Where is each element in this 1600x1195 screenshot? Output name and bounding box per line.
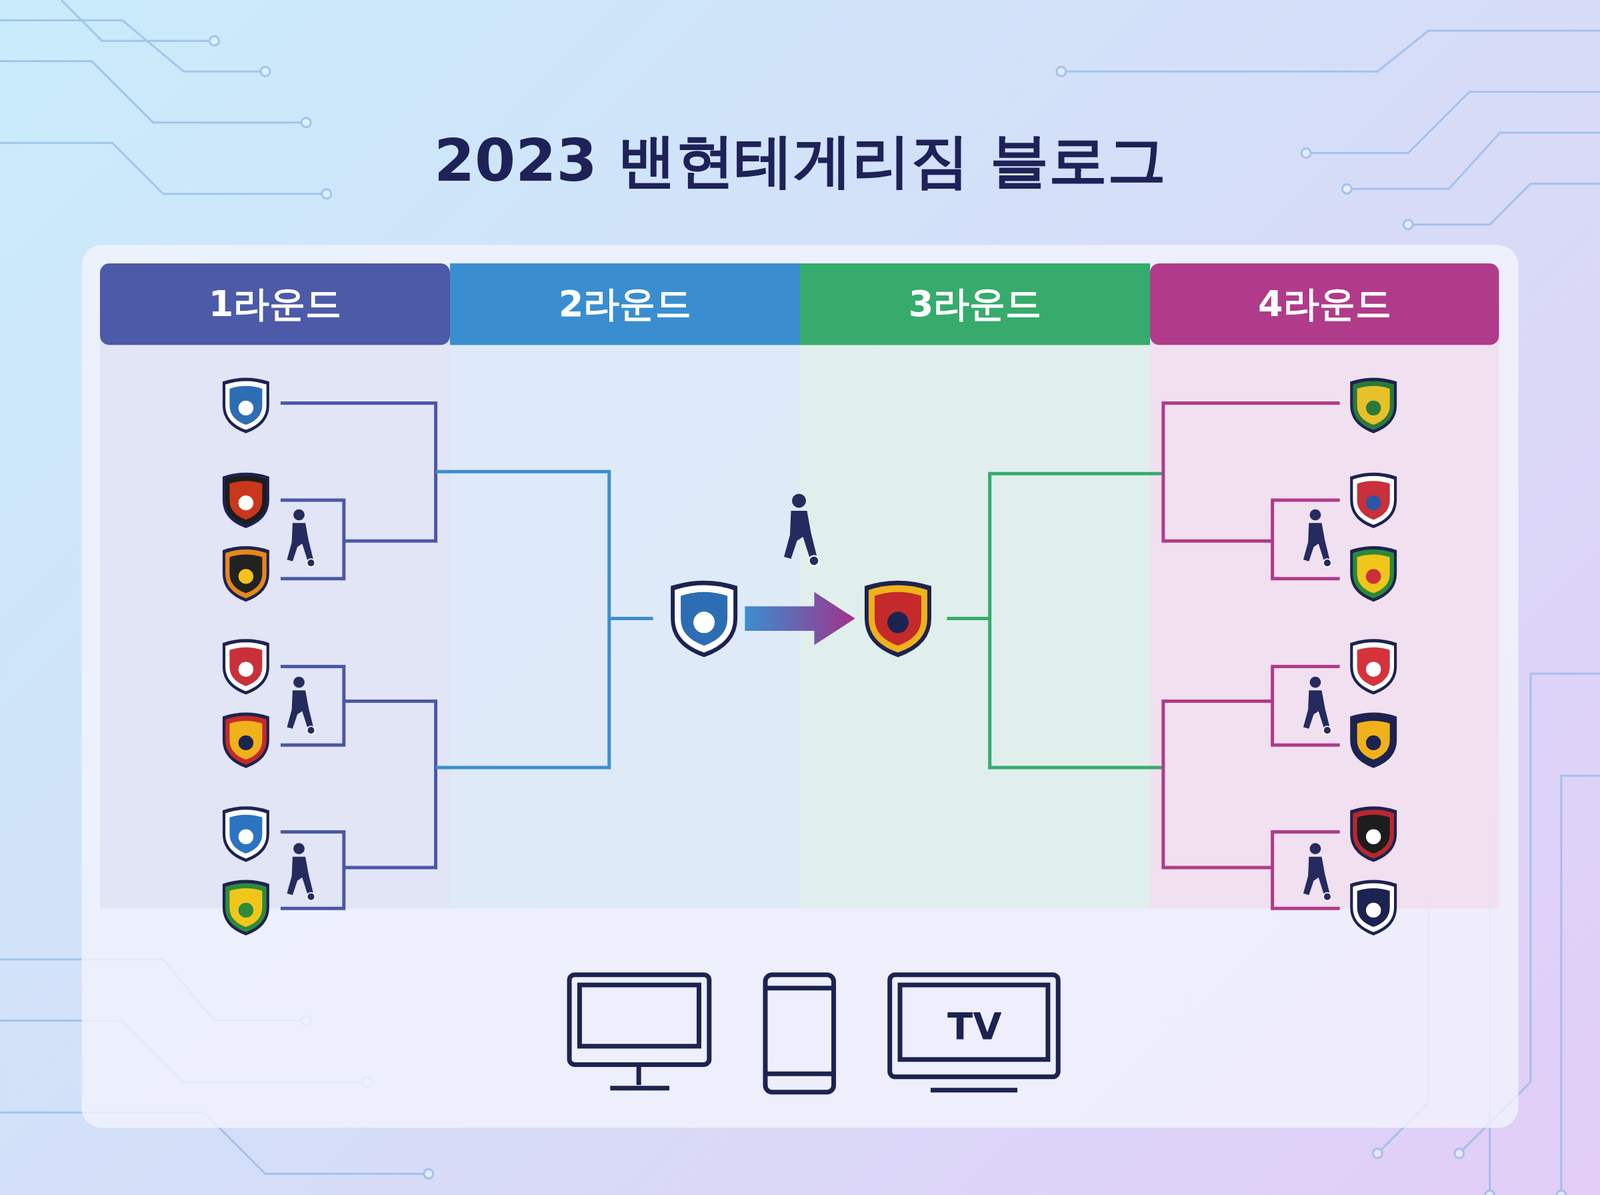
team-logo xyxy=(222,880,270,936)
round-label: 1라운드 xyxy=(208,280,342,329)
bracket-line xyxy=(1272,666,1340,745)
bracket-line xyxy=(990,473,1164,768)
team-logo xyxy=(1350,546,1397,602)
player-silhouette xyxy=(1303,676,1332,734)
team-logo xyxy=(1350,806,1397,862)
team-logo xyxy=(222,712,270,768)
header-band xyxy=(450,263,800,345)
title: 2023 밴현테게리짐 블로그 xyxy=(0,121,1600,201)
team-logo xyxy=(1350,472,1397,528)
round-label: 3라운드 xyxy=(908,280,1042,329)
player-silhouette xyxy=(286,509,315,567)
bracket-line xyxy=(280,500,344,579)
round-label: 4라운드 xyxy=(1258,280,1392,329)
round-header: 2라운드 xyxy=(450,263,800,345)
bracket-line xyxy=(280,403,436,542)
column-tint xyxy=(100,306,450,908)
bracket-line xyxy=(1163,701,1273,868)
team-logo xyxy=(1350,638,1397,694)
player-silhouette xyxy=(1303,509,1332,567)
tv-label: TV xyxy=(947,1004,1002,1048)
round-header: 3라운드 xyxy=(800,263,1150,345)
header-band xyxy=(100,263,450,345)
column-tint xyxy=(1150,306,1499,908)
round-header: 4라운드 xyxy=(1150,263,1499,345)
bracket-line xyxy=(344,701,436,868)
team-logo xyxy=(222,377,270,433)
player-silhouette xyxy=(286,676,315,734)
advance-arrow xyxy=(744,592,855,646)
player-silhouette xyxy=(1303,842,1332,900)
header-band xyxy=(800,263,1150,345)
round-label: 2라운드 xyxy=(558,280,692,329)
bracket-line xyxy=(1163,403,1340,542)
bracket-line xyxy=(1272,831,1340,908)
team-logo xyxy=(670,580,738,658)
panel xyxy=(81,244,1518,1128)
column-tint xyxy=(800,306,1150,908)
team-logo xyxy=(222,638,270,694)
team-logo xyxy=(222,806,270,862)
team-logo xyxy=(1350,712,1397,768)
round-header: 1라운드 xyxy=(100,263,450,345)
header-band xyxy=(1150,263,1499,345)
team-logo xyxy=(222,472,270,528)
team-logo xyxy=(222,546,270,602)
player-silhouette xyxy=(784,493,820,566)
player-silhouette xyxy=(286,842,315,900)
bracket-line xyxy=(436,471,610,768)
team-logo xyxy=(1350,377,1397,433)
team-logo xyxy=(1350,880,1397,936)
bracket-line xyxy=(609,616,654,620)
device-icons xyxy=(569,974,1058,1092)
bracket-line xyxy=(1272,500,1340,579)
bracket-line xyxy=(280,666,344,745)
bracket-line xyxy=(280,831,344,908)
team-logo xyxy=(864,580,932,658)
bracket-line xyxy=(946,616,990,620)
